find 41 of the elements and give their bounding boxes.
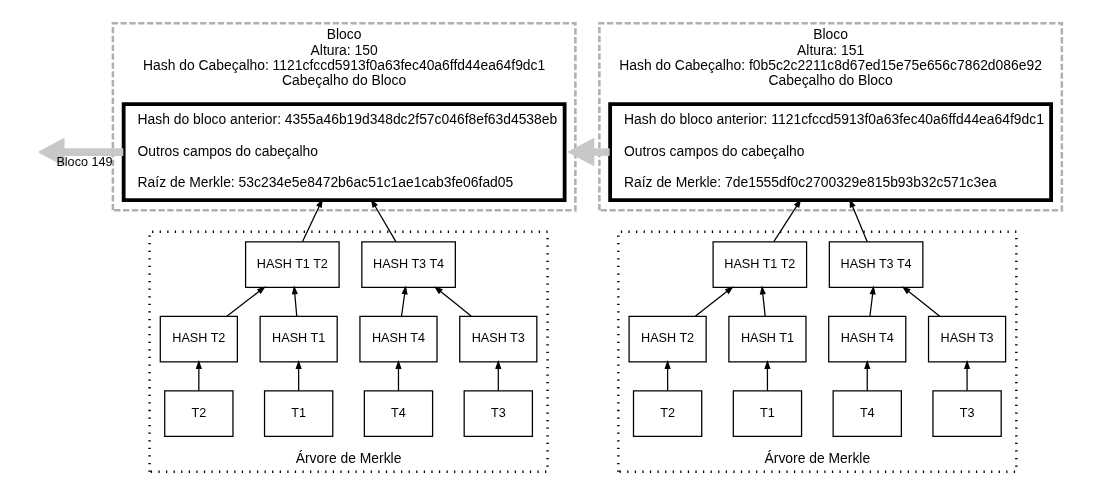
node-box: Hash do bloco anterior: 4355a46b19d348dc2f57c046f8ef63d4538eb Outros campos do cabeçalho Raíz de Merkle: 53c234e5e8472b6ac51c1ae1cab3fe06fad05 bbox=[121, 102, 567, 202]
arrow bbox=[394, 360, 402, 392]
arrow bbox=[664, 360, 671, 392]
node-box: HASH T2 bbox=[627, 315, 707, 363]
node-box: HASH T1 T2 bbox=[711, 241, 807, 288]
arrow bbox=[963, 360, 970, 392]
node-box: T4 bbox=[832, 390, 902, 438]
node-box: HASH T1 T2 bbox=[244, 241, 340, 288]
arrow bbox=[868, 285, 876, 317]
arrow bbox=[694, 286, 734, 317]
arrow bbox=[759, 285, 766, 317]
node-box: T2 bbox=[632, 390, 702, 438]
arrow bbox=[863, 360, 870, 392]
arrow bbox=[566, 137, 610, 167]
node-box: HASH T3 bbox=[927, 315, 1006, 363]
node-box: T1 bbox=[263, 390, 333, 438]
node-box: HASH T1 bbox=[259, 315, 338, 363]
node-box: T3 bbox=[463, 390, 533, 438]
node-box: HASH T4 bbox=[358, 315, 438, 363]
arrow bbox=[225, 286, 266, 317]
node-box: HASH T1 bbox=[727, 315, 807, 363]
arrow bbox=[433, 286, 472, 317]
node-box: T3 bbox=[931, 390, 1002, 438]
arrow bbox=[494, 360, 501, 392]
arrow bbox=[295, 360, 302, 392]
node-box: T1 bbox=[732, 390, 802, 438]
arrow bbox=[38, 137, 123, 167]
arrow bbox=[901, 286, 940, 317]
arrow bbox=[763, 360, 771, 392]
node-box: HASH T3 T4 bbox=[360, 241, 456, 288]
node-box: T2 bbox=[163, 390, 234, 438]
arrow bbox=[291, 285, 298, 317]
node-box: HASH T4 bbox=[827, 315, 906, 363]
edge-label: Bloco 149 bbox=[55, 155, 113, 169]
node-box: Hash do bloco anterior: 1121cfccd5913f0a63fec40a6ffd44ea64f9dc1 Outros campos do cabeçalho Raíz de Merkle: 7de1555df0c2700329e815b93b32c571c3ea bbox=[607, 102, 1053, 202]
node-box: HASH T2 bbox=[159, 315, 238, 363]
arrow bbox=[400, 285, 408, 317]
arrow bbox=[195, 360, 202, 392]
node-box: HASH T3 bbox=[458, 315, 537, 363]
node-box: T4 bbox=[363, 390, 433, 438]
node-box: HASH T3 T4 bbox=[828, 241, 923, 288]
